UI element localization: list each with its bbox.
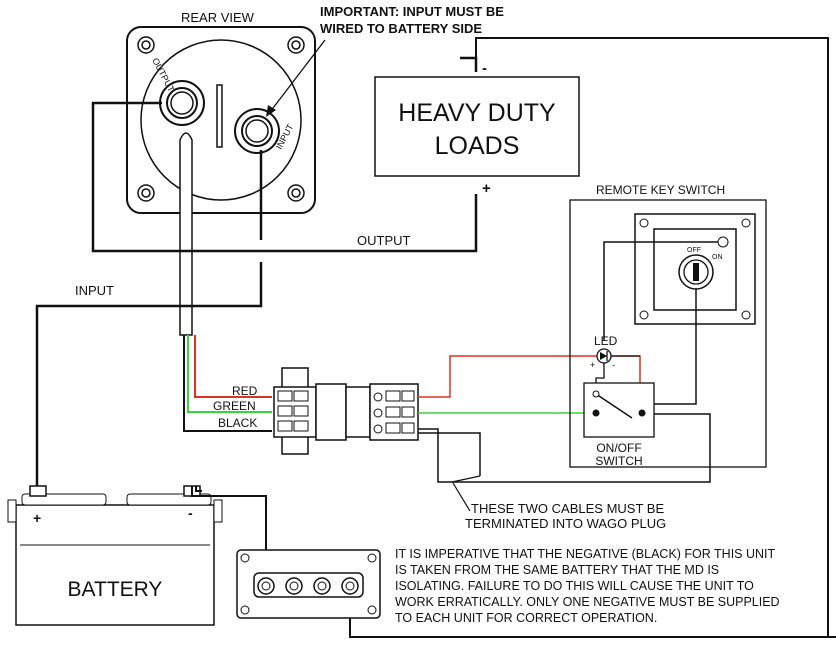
battery-plus-label: + [33,510,41,526]
led-icon: + - [590,348,615,370]
note-line: IT IS IMPERATIVE THAT THE NEGATIVE (BLAC… [395,547,776,561]
note-line: IS TAKEN FROM THE SAME BATTERY THAT THE … [395,563,719,577]
black-wire-label: BLACK [218,416,257,430]
led-label: LED [594,334,618,348]
warning-note: IT IS IMPERATIVE THAT THE NEGATIVE (BLAC… [395,547,780,625]
loads-minus: - [482,60,487,77]
note-line: TO EACH UNIT FOR CORRECT OPERATION. [395,611,657,625]
battery-plus-terminal-icon [29,485,47,497]
input-terminal-icon [234,108,280,154]
green-wire-label: GREEN [213,399,256,413]
wago-plug [273,367,419,455]
input-wire-label: INPUT [75,283,114,298]
signal-wires [183,335,272,432]
cables-note-2: TERMINATED INTO WAGO PLUG [465,516,666,531]
important-arrow [269,39,326,113]
mount-hole-icon [137,36,155,54]
mount-hole-icon [287,184,305,202]
mount-hole-icon [137,184,155,202]
note-line: ISOLATING. FAILURE TO DO THIS WILL CAUSE… [395,579,754,593]
mount-hole-icon [287,36,305,54]
loads-plus: + [482,180,491,197]
key-on-label: ON [712,254,723,261]
battery-label: BATTERY [68,578,163,601]
rear-view-label: REAR VIEW [181,10,255,25]
on-off-switch [583,382,655,438]
important-line-2: WIRED TO BATTERY SIDE [320,21,482,36]
negative-terminal-block [236,549,381,619]
red-wire-label: RED [232,384,258,398]
loads-line-1: HEAVY DUTY [398,99,556,127]
note-line: WORK ERRATICALLY. ONLY ONE NEGATIVE MUST… [395,595,780,609]
switch-label-2: SWITCH [595,454,642,468]
remote-key-switch-label: REMOTE KEY SWITCH [596,183,725,197]
battery: BATTERY [7,485,223,626]
control-cable [179,132,193,336]
svg-text:-: - [612,360,615,370]
key-switch: OFF ON [634,213,756,325]
remote-panel [569,199,767,468]
loads-line-2: LOADS [435,132,520,160]
output-wire-label: OUTPUT [357,233,411,248]
key-wires [603,241,718,405]
battery-minus-label: - [188,505,193,521]
key-off-label: OFF [687,247,701,254]
remote-wires [418,355,711,483]
switch-label-1: ON/OFF [596,441,641,455]
svg-text:+: + [590,360,595,370]
cables-note-1: THESE TWO CABLES MUST BE [471,501,664,516]
heavy-duty-loads-box: HEAVY DUTY LOADS [374,76,580,177]
battery-switch: OUTPUT INPUT [126,26,316,214]
important-line-1: IMPORTANT: INPUT MUST BE [320,4,504,19]
